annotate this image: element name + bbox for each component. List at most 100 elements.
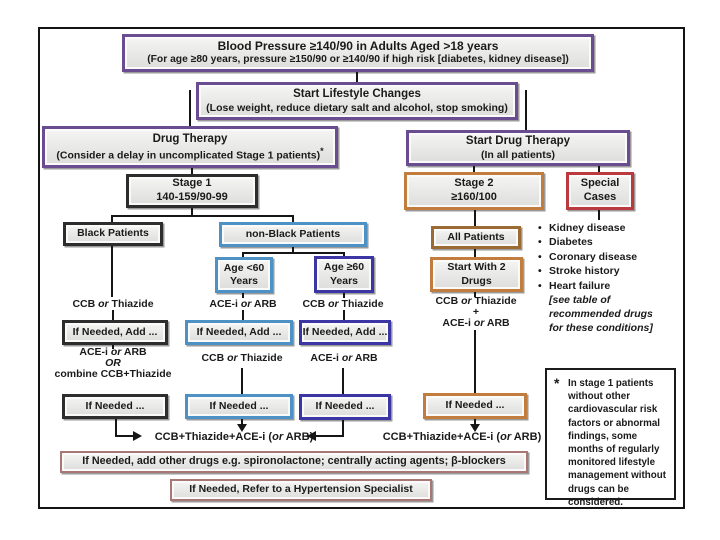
connector-line bbox=[474, 419, 476, 426]
stage2-line1: Stage 2 bbox=[454, 177, 494, 190]
connector-line bbox=[242, 253, 244, 257]
if-needed-add-label: If Needed, Add ... bbox=[72, 325, 158, 338]
box-start-lifestyle-changes: Start Lifestyle Changes (Lose weight, re… bbox=[196, 82, 518, 120]
box-drug-therapy: Drug Therapy (Consider a delay in uncomp… bbox=[42, 126, 338, 168]
connector-line bbox=[343, 253, 345, 256]
age-under-60-line2: Years bbox=[229, 275, 259, 287]
drug-option-add-left: ACE-i or ARB OR combine CCB+Thiazide bbox=[48, 347, 178, 380]
stage1-line2: 140-159/90-99 bbox=[156, 191, 228, 203]
drug-therapy-line1: Drug Therapy bbox=[152, 132, 228, 145]
start-drug-line2: (In all patients) bbox=[480, 148, 556, 161]
add-other-drugs-label: If Needed, add other drugs e.g. spironol… bbox=[82, 455, 506, 468]
connector-line bbox=[112, 310, 114, 320]
special-cases-line2: Cases bbox=[583, 191, 617, 203]
connector-line bbox=[111, 246, 113, 297]
result-triple-therapy-left: CCB+Thiazide+ACE-i (or ARB) bbox=[154, 431, 314, 443]
if-needed-label: If Needed ... bbox=[315, 400, 375, 413]
connector-line bbox=[191, 168, 193, 174]
arrow-down-icon bbox=[470, 424, 480, 432]
box-if-needed-black: If Needed ... bbox=[62, 394, 168, 419]
box-if-needed-lblue: If Needed ... bbox=[185, 394, 293, 419]
non-black-patients-label: non-Black Patients bbox=[245, 227, 341, 240]
start-drug-line1: Start Drug Therapy bbox=[465, 135, 571, 148]
box-stage-1: Stage 1 140-159/90-99 bbox=[126, 174, 258, 208]
lifestyle-line2: (Lose weight, reduce dietary salt and al… bbox=[206, 101, 508, 114]
connector-line bbox=[474, 330, 476, 393]
connector-line bbox=[115, 419, 117, 437]
connector-line bbox=[474, 210, 476, 226]
connector-line bbox=[242, 310, 244, 320]
connector-line bbox=[598, 166, 600, 172]
box-refer-specialist: If Needed, Refer to a Hypertension Speci… bbox=[170, 479, 432, 501]
bullet-icon: • bbox=[538, 250, 542, 263]
bullet-icon: • bbox=[538, 222, 542, 234]
connector-line bbox=[241, 419, 243, 426]
start-with-2-line2: Drugs bbox=[461, 274, 492, 287]
age-60-plus-line1: Age ≥60 bbox=[323, 261, 365, 274]
connector-line bbox=[111, 216, 113, 222]
connector-line bbox=[342, 420, 344, 437]
list-item: •Stroke history bbox=[538, 265, 620, 278]
box-age-under-60: Age <60 Years bbox=[215, 257, 273, 293]
age-60-plus-line2: Years bbox=[329, 274, 359, 287]
box-age-60-plus: Age ≥60 Years bbox=[314, 256, 374, 293]
if-needed-label: If Needed ... bbox=[85, 399, 145, 412]
box-stage-2: Stage 2 ≥160/100 bbox=[404, 172, 544, 210]
box-special-cases: Special Cases bbox=[566, 172, 634, 210]
list-item: •Kidney disease bbox=[538, 222, 626, 234]
drug-option-add-right: ACE-i or ARB bbox=[310, 352, 378, 364]
combo-line-ccb-thiazide: CCB or Thiazide bbox=[435, 295, 517, 307]
box-black-patients: Black Patients bbox=[63, 222, 163, 246]
add-left-or: OR bbox=[105, 357, 121, 369]
bp-criteria-line1: Blood Pressure ≥140/90 in Adults Aged >1… bbox=[217, 39, 499, 54]
box-if-needed-dblue: If Needed ... bbox=[299, 394, 391, 420]
stage1-line1: Stage 1 bbox=[172, 177, 212, 190]
drug-option-ace-arb: ACE-i or ARB bbox=[209, 298, 277, 310]
list-item: •Heart failure bbox=[538, 279, 611, 292]
connector-line bbox=[598, 210, 600, 220]
connector-line bbox=[292, 216, 294, 222]
arrow-left-icon bbox=[307, 431, 316, 441]
connector-line bbox=[242, 252, 345, 254]
drug-option-add-mid: CCB or Thiazide bbox=[201, 352, 283, 364]
refer-specialist-label: If Needed, Refer to a Hypertension Speci… bbox=[189, 483, 413, 496]
drug-option-two-drug-combo: CCB or Thiazide + ACE-i or ARB bbox=[416, 296, 536, 329]
connector-line bbox=[292, 247, 294, 254]
drug-option-ccb-thiazide: CCB or Thiazide bbox=[72, 298, 154, 310]
connector-line bbox=[356, 72, 358, 82]
bullet-icon: • bbox=[538, 279, 542, 292]
connector-line bbox=[343, 310, 345, 320]
special-cases-line1: Special bbox=[580, 177, 620, 190]
see-table-note-line: recommended drugs bbox=[549, 308, 653, 321]
box-if-needed-orange: If Needed ... bbox=[423, 393, 527, 419]
stage1-footnote-box: * In stage 1 patients without other card… bbox=[545, 368, 676, 508]
drug-therapy-line2: (Consider a delay in uncomplicated Stage… bbox=[56, 145, 324, 162]
footnote-asterisk-ref: * bbox=[320, 145, 324, 156]
list-item: •Coronary disease bbox=[538, 250, 638, 263]
age-under-60-line1: Age <60 bbox=[223, 261, 265, 274]
connector-line bbox=[189, 90, 191, 126]
connector-line bbox=[242, 293, 244, 298]
if-needed-label: If Needed ... bbox=[445, 399, 505, 412]
box-start-with-2-drugs: Start With 2 Drugs bbox=[430, 257, 523, 292]
footnote-asterisk: * bbox=[554, 375, 560, 391]
connector-line bbox=[343, 293, 345, 298]
connector-line bbox=[241, 368, 243, 394]
box-if-needed-add-black: If Needed, Add ... bbox=[62, 320, 168, 345]
black-patients-label: Black Patients bbox=[77, 227, 149, 240]
connector-line bbox=[525, 90, 527, 130]
connector-line bbox=[112, 345, 114, 349]
special-cases-list: •Kidney disease •Diabetes •Coronary dise… bbox=[538, 221, 692, 335]
list-item: •Diabetes bbox=[538, 236, 593, 249]
if-needed-add-label: If Needed, Add ... bbox=[302, 325, 388, 338]
connector-line bbox=[342, 368, 344, 394]
add-left-combine: combine CCB+Thiazide bbox=[54, 368, 172, 380]
connector-line bbox=[191, 208, 193, 216]
start-with-2-line1: Start With 2 bbox=[447, 261, 506, 274]
box-add-other-drugs: If Needed, add other drugs e.g. spironol… bbox=[60, 451, 528, 473]
result-triple-therapy-right: CCB+Thiazide+ACE-i (or ARB) bbox=[382, 431, 542, 443]
see-table-note-line: for these conditions] bbox=[549, 322, 653, 335]
add-left-ace-arb: ACE-i or ARB bbox=[79, 346, 147, 358]
bullet-icon: • bbox=[538, 265, 542, 278]
